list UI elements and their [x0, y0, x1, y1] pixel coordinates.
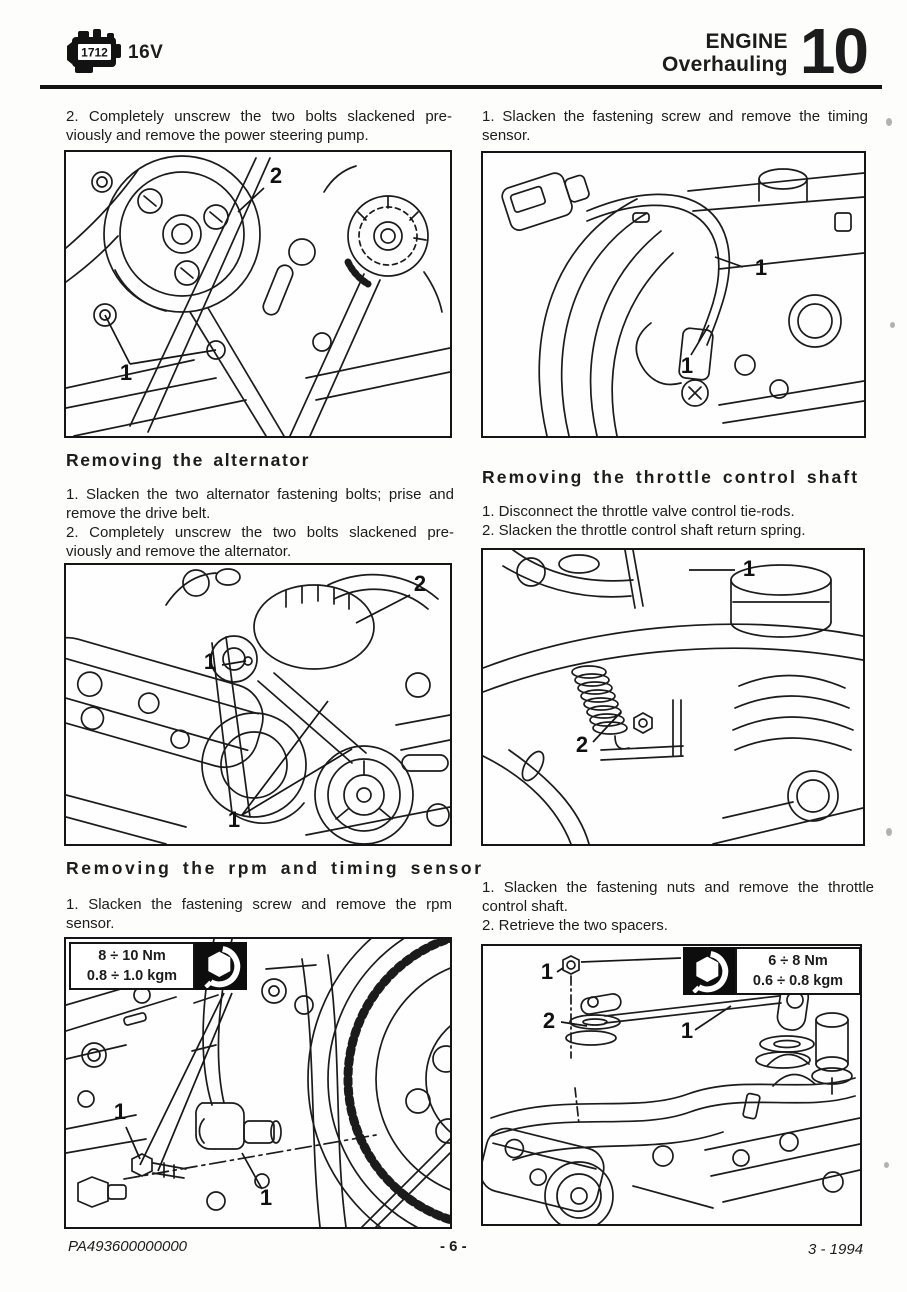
throttle-step-2: 2. Slacken the throttle control shaft re…: [482, 522, 806, 539]
torque-spec-box-rpm: 8 ÷ 10 Nm 0.8 ÷ 1.0 kgm: [69, 942, 247, 990]
torque-kgm: 0.8 ÷ 1.0 kgm: [86, 968, 178, 984]
engine-variant-label: 16V: [128, 42, 164, 63]
rpm-sensor-heading: Removing the rpm and timing sensor: [66, 858, 484, 878]
throttle-spring-illustration: [483, 550, 863, 844]
footer-page-number: - 6 -: [440, 1238, 467, 1255]
torque-nm: 8 ÷ 10 Nm: [98, 948, 166, 964]
header-rule: [40, 85, 882, 89]
section-number: 10: [799, 15, 869, 87]
power-steering-pump-illustration: [66, 152, 450, 436]
alternator-step-1: 1. Slacken the two alternator fastening …: [66, 486, 454, 522]
throttle-step-1: 1. Disconnect the throttle valve control…: [482, 503, 795, 520]
rpm-sensor-step: 1. Slacken the fastening screw and remov…: [66, 896, 452, 932]
footer-doc-code: PA493600000000: [68, 1238, 188, 1255]
timing-sensor-step-text: 1. Slacken the fastening screw and remov…: [482, 108, 868, 144]
scan-speck: [886, 828, 892, 836]
torque-wrench-icon: [683, 947, 735, 995]
throttle-removal-steps: 1. Slacken the fastening nuts and remove…: [482, 878, 874, 935]
torque-wrench-icon: [195, 942, 247, 990]
torque-values: 6 ÷ 8 Nm 0.6 ÷ 0.8 kgm: [735, 947, 861, 995]
section-title: ENGINE Overhauling: [662, 22, 788, 76]
section-title-line1: ENGINE: [705, 30, 788, 53]
alternator-heading: Removing the alternator: [66, 450, 311, 470]
alternator-illustration: [66, 565, 450, 844]
scan-speck: [886, 118, 892, 126]
throttle-removal-step-1: 1. Slacken the fastening nuts and remove…: [482, 879, 874, 915]
timing-sensor-illustration: [483, 153, 864, 436]
torque-values: 8 ÷ 10 Nm 0.8 ÷ 1.0 kgm: [69, 942, 195, 990]
throttle-heading: Removing the throttle control shaft: [482, 467, 860, 487]
throttle-removal-step-2: 2. Retrieve the two spacers.: [482, 917, 668, 934]
section-title-line2: Overhauling: [661, 53, 788, 76]
pump-step-text: 2. Completely unscrew the two bolts slac…: [66, 108, 452, 144]
footer-edition: 3 - 1994: [808, 1241, 864, 1258]
engine-badge-code: 1712: [81, 46, 108, 60]
torque-spec-box-shaft: 6 ÷ 8 Nm 0.6 ÷ 0.8 kgm: [683, 947, 861, 995]
alternator-steps: 1. Slacken the two alternator fastening …: [66, 485, 454, 561]
scan-speck: [884, 1162, 889, 1168]
alternator-step-2: 2. Completely unscrew the two bolts slac…: [66, 524, 454, 560]
torque-kgm: 0.6 ÷ 0.8 kgm: [752, 973, 844, 989]
header-title-block: ENGINE Overhauling 10: [662, 15, 869, 87]
throttle-shaft-illustration: [483, 946, 860, 1224]
torque-nm: 6 ÷ 8 Nm: [768, 953, 828, 969]
engine-badge-icon: 1712: [66, 26, 124, 78]
throttle-steps: 1. Disconnect the throttle valve control…: [482, 502, 872, 540]
scan-speck: [890, 322, 895, 328]
